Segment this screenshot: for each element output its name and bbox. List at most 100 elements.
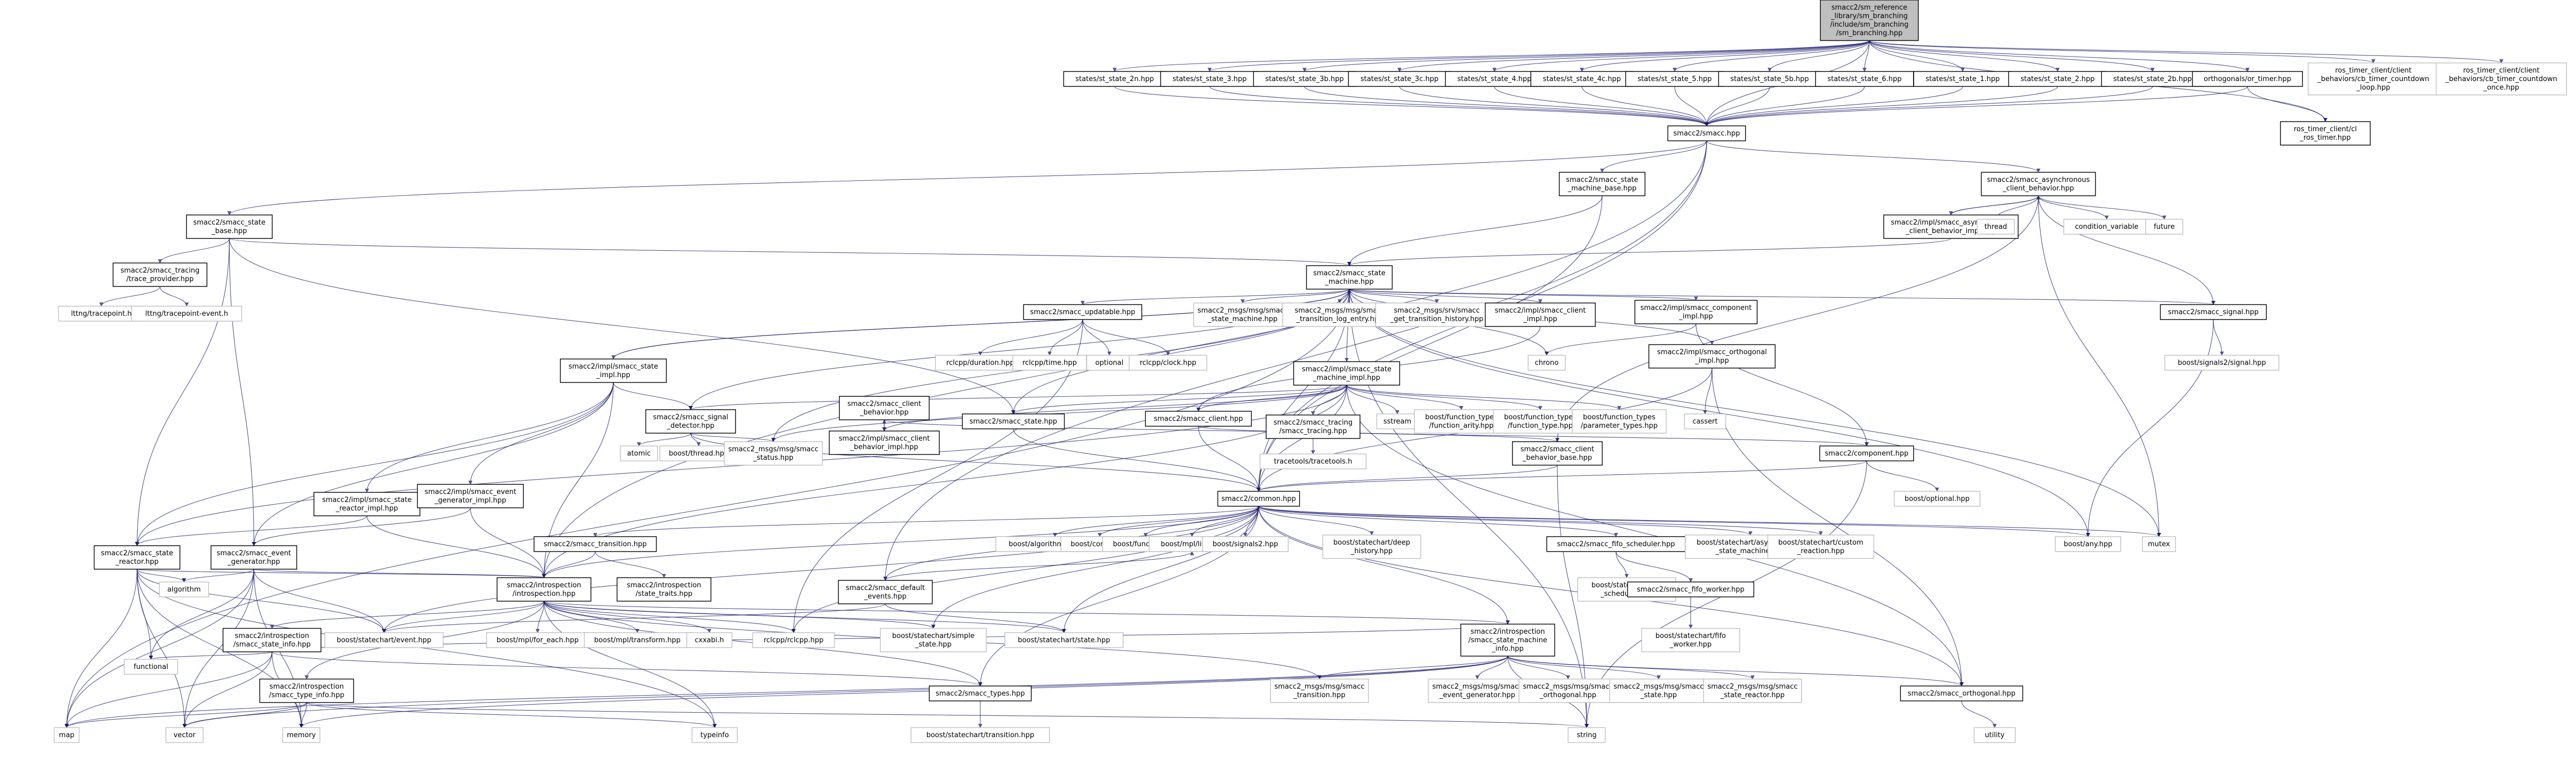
node-st6[interactable]: states/st_state_6.hpp [1815, 71, 1914, 87]
node-root[interactable]: smacc2/sm_reference_library/sm_branching… [1820, 0, 1919, 41]
node-label: ros_timer_client/client [2335, 67, 2411, 75]
edge-tracing-to-lttp [99, 286, 161, 307]
node-label: smacc2/impl/smacc_state [569, 363, 658, 371]
node-box [1684, 413, 1726, 429]
node-utility: utility [1973, 727, 2016, 743]
node-label: boost/statechart/custom [1778, 539, 1863, 547]
node-label: rclcpp/rclcpp.hpp [764, 636, 823, 644]
edge-defevents-to-bevent [382, 603, 886, 633]
node-smtracing[interactable]: smacc2/smacc_tracing/smacc_tracing.hpp [1266, 414, 1361, 439]
node-box [1718, 71, 1821, 87]
node-bsimple: boost/statechart/simple_state.hpp [879, 628, 987, 652]
node-cbeh[interactable]: smacc2/smacc_client_behavior.hpp [839, 396, 930, 420]
node-st2b[interactable]: states/st_state_2b.hpp [2101, 71, 2204, 87]
node-cbbase[interactable]: smacc2/smacc_client_behavior_base.hpp [1512, 441, 1603, 466]
edge-smimpl-to-state [1011, 385, 1347, 414]
edge-smimpl-to-orthogonal [1346, 385, 1964, 687]
node-evgenimpl[interactable]: smacc2/impl/smacc_event_generator_impl.h… [417, 484, 524, 508]
node-box [497, 577, 591, 602]
node-common[interactable]: smacc2/common.hpp [1217, 491, 1300, 507]
node-updatable[interactable]: smacc2/smacc_updatable.hpp [1023, 304, 1142, 320]
node-smimpl[interactable]: smacc2/impl/smacc_state_machine_impl.hpp [1293, 361, 1401, 386]
node-reactorimpl[interactable]: smacc2/impl/smacc_state_reactor_impl.hpp [313, 492, 421, 516]
node-fifoworker[interactable]: smacc2/smacc_fifo_worker.hpp [1627, 581, 1755, 597]
node-smbase[interactable]: smacc2/smacc_state_machine_base.hpp [1558, 172, 1646, 196]
node-fifosched[interactable]: smacc2/smacc_fifo_scheduler.hpp [1546, 536, 1686, 552]
node-box [1193, 302, 1292, 327]
node-sigdet[interactable]: smacc2/smacc_signal_detector.hpp [645, 409, 736, 434]
node-state[interactable]: smacc2/smacc_state.hpp [962, 413, 1065, 429]
node-typeinfo[interactable]: smacc2/introspection/smacc_type_info.hpp [259, 679, 354, 703]
node-box [645, 409, 736, 434]
node-orthimpl[interactable]: smacc2/impl/smacc_orthogonal_impl.hpp [1648, 344, 1776, 369]
node-label: boost/thread.hpp [669, 450, 729, 458]
node-cbimpl[interactable]: smacc2/impl/smacc_client_behavior_impl.h… [829, 430, 940, 455]
node-st4[interactable]: states/st_state_4.hpp [1445, 71, 1544, 87]
node-component[interactable]: smacc2/component.hpp [1819, 445, 1914, 461]
node-st4c[interactable]: states/st_state_4c.hpp [1530, 71, 1634, 87]
node-label: boost/signals2/signal.hpp [2178, 359, 2266, 367]
node-thread: thread [1977, 219, 2015, 235]
node-st2n[interactable]: states/st_state_2n.hpp [1063, 71, 1166, 87]
node-box [2192, 71, 2303, 87]
node-defevents[interactable]: smacc2/smacc_default_events.hpp [838, 580, 933, 604]
node-st5[interactable]: states/st_state_5.hpp [1625, 71, 1724, 87]
node-orthogonal[interactable]: smacc2/smacc_orthogonal.hpp [1900, 685, 2023, 701]
node-st1[interactable]: states/st_state_1.hpp [1913, 71, 2012, 87]
node-introspection[interactable]: smacc2/introspection/introspection.hpp [497, 577, 591, 602]
node-st3b[interactable]: states/st_state_3b.hpp [1253, 71, 1356, 87]
node-smacc2hpp[interactable]: smacc2/smacc.hpp [1667, 125, 1746, 141]
node-cltimer[interactable]: ros_timer_client/cl_ros_timer.hpp [2280, 121, 2371, 146]
node-box [2280, 121, 2371, 146]
node-label: smacc2/smacc_orthogonal.hpp [1908, 690, 2015, 698]
node-box [752, 632, 835, 648]
node-asyncbeh[interactable]: smacc2/smacc_asynchronous_client_behavio… [1981, 172, 2096, 196]
edge-st2b-to-smacc2hpp [1705, 86, 2153, 126]
node-st2[interactable]: states/st_state_2.hpp [2008, 71, 2107, 87]
node-box [879, 628, 987, 652]
node-btransition: boost/statechart/transition.hpp [910, 727, 1050, 743]
node-ortimer[interactable]: orthogonals/or_timer.hpp [2192, 71, 2303, 87]
node-reactor[interactable]: smacc2/smacc_state_reactor.hpp [93, 545, 181, 570]
node-transition[interactable]: smacc2/smacc_transition.hpp [533, 536, 657, 552]
node-st3[interactable]: states/st_state_3.hpp [1160, 71, 1259, 87]
node-clientimpl[interactable]: smacc2/impl/smacc_client_impl.hpp [1485, 302, 1596, 327]
node-label: smacc2/smacc_default [846, 584, 925, 592]
edge-common-to-smininfo [1258, 506, 1510, 625]
edge-root-to-st4 [1492, 40, 1870, 72]
edge-orthimpl-to-orthogonal [1711, 368, 1964, 687]
node-statimpl[interactable]: smacc2/impl/smacc_state_impl.hpp [559, 358, 667, 383]
node-statebase[interactable]: smacc2/smacc_state_base.hpp [186, 214, 273, 239]
node-box [1253, 71, 1356, 87]
edge-smininfo-to-memory [299, 656, 1508, 728]
node-st5b[interactable]: states/st_state_5b.hpp [1718, 71, 1821, 87]
node-label: smacc2/impl/smacc_client [1495, 307, 1586, 315]
node-smhpp[interactable]: smacc2/smacc_state_machine.hpp [1306, 265, 1393, 290]
node-box [1667, 125, 1746, 141]
node-client[interactable]: smacc2/smacc_client.hpp [1145, 411, 1252, 427]
edge-updatable-to-rclcpp [791, 319, 1083, 633]
node-tracing[interactable]: smacc2/smacc_tracing/trace_provider.hpp [113, 262, 207, 287]
node-box [1815, 71, 1914, 87]
node-label: smacc2/introspection [1470, 628, 1545, 636]
edge-common-to-bevent [382, 506, 1259, 633]
node-stateinfo[interactable]: smacc2/introspection/smacc_state_info.hp… [222, 628, 322, 652]
node-label: _orthogonal.hpp [1539, 691, 1596, 699]
node-types[interactable]: smacc2/smacc_types.hpp [929, 685, 1032, 701]
node-label: smacc2/smacc_state [1313, 269, 1385, 277]
node-box [533, 536, 657, 552]
node-smininfo[interactable]: smacc2/introspection/smacc_state_machine… [1460, 624, 1555, 657]
node-box [1641, 628, 1740, 652]
edge-evgen-to-map [65, 569, 254, 728]
node-statestats[interactable]: smacc2/introspection/state_traits.hpp [617, 577, 711, 602]
edge-common-to-bfunc [1143, 506, 1259, 537]
node-signal[interactable]: smacc2/smacc_signal.hpp [2159, 304, 2267, 320]
edge-root-to-st5 [1673, 40, 1870, 72]
node-label: utility [1985, 731, 2005, 739]
node-msgstate: smacc2_msgs/msg/smacc_state.hpp [1609, 679, 1708, 703]
node-bcustom: boost/statechart/custom_reaction.hpp [1767, 534, 1875, 559]
node-compimpl[interactable]: smacc2/impl/smacc_component_impl.hpp [1634, 300, 1758, 324]
node-label: boost/statechart/state.hpp [1018, 636, 1110, 644]
node-st3c[interactable]: states/st_state_3c.hpp [1348, 71, 1451, 87]
node-evgen[interactable]: smacc2/smacc_event_generator.hpp [210, 545, 298, 570]
